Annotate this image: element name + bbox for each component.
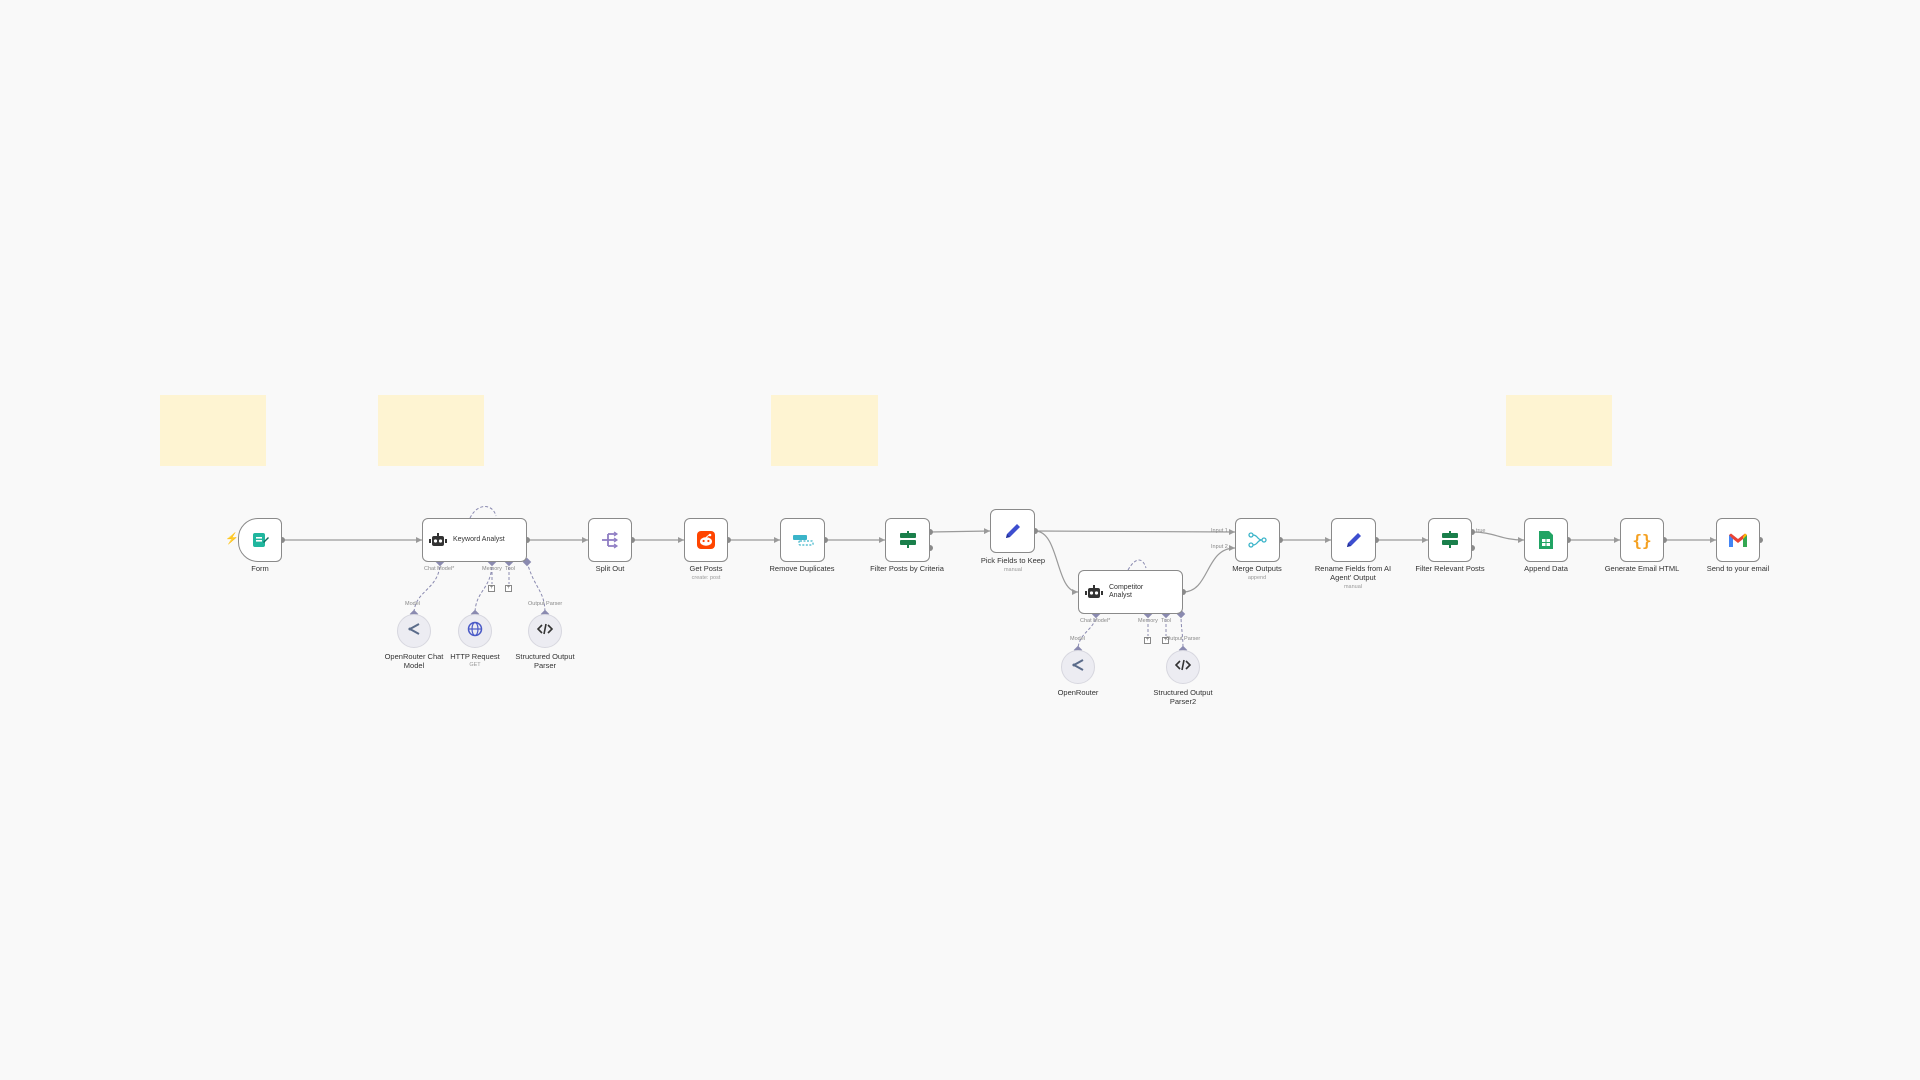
node-filter-posts[interactable] [885, 518, 930, 562]
node-label: Rename Fields from AI [1314, 564, 1392, 573]
globe-icon [467, 621, 483, 642]
node-append-data[interactable] [1524, 518, 1568, 562]
subnode-http-request[interactable] [458, 614, 492, 648]
node-label: Send to your email [1706, 564, 1770, 573]
subnode-label: Parser [533, 661, 557, 670]
subnode-structured-output-parser[interactable] [528, 614, 562, 648]
port-label-output-parser: Output Parser [1166, 636, 1201, 642]
robot-icon [429, 532, 447, 548]
subnode-label: HTTP Request [450, 652, 500, 661]
code-icon [1174, 658, 1192, 676]
split-icon [600, 531, 620, 549]
node-label: Filter Relevant Posts [1415, 564, 1485, 573]
node-label: Filter Posts by Criteria [870, 564, 944, 573]
port-label-chat-model: Chat Model* [424, 566, 455, 572]
openrouter-icon [406, 622, 422, 641]
subnode-label: Model [403, 661, 425, 670]
node-label: Remove Duplicates [769, 564, 835, 573]
port-label-true: true [1476, 528, 1486, 534]
add-tool-button[interactable]: + [505, 585, 512, 592]
subnode-structured-output-parser2[interactable] [1166, 650, 1200, 684]
sticky-note[interactable] [160, 395, 266, 466]
node-filter-relevant[interactable] [1428, 518, 1472, 562]
node-sublabel: create: post [691, 575, 721, 581]
sticky-note[interactable] [771, 395, 878, 466]
port-label-input-1: Input 1 [1211, 528, 1228, 534]
node-remove-duplicates[interactable] [780, 518, 825, 562]
subnode-label: OpenRouter [1057, 688, 1099, 697]
node-rename-fields[interactable] [1331, 518, 1376, 562]
add-memory-button[interactable]: + [1144, 637, 1151, 644]
robot-icon [1085, 584, 1103, 600]
code-icon [536, 622, 554, 640]
node-generate-email-html[interactable]: {} [1620, 518, 1664, 562]
add-tool-button[interactable]: + [1162, 637, 1169, 644]
subnode-label: Parser2 [1169, 697, 1197, 706]
pencil-icon [1003, 521, 1023, 541]
gmail-icon [1728, 532, 1748, 548]
port-label-memory: Memory [482, 566, 502, 572]
port-label-input-2: Input 2 [1211, 544, 1228, 550]
node-label: Append Data [1524, 564, 1568, 573]
node-label: Split Out [595, 564, 625, 573]
node-label: Get Posts [689, 564, 723, 573]
subnode-label: OpenRouter Chat [384, 652, 444, 661]
port-label-model: Model [1070, 636, 1085, 642]
node-label: Form [251, 564, 269, 573]
merge-icon [1247, 531, 1268, 549]
node-label: Agent' Output [1330, 573, 1376, 582]
openrouter-icon [1070, 658, 1086, 677]
node-label: Generate Email HTML [1604, 564, 1680, 573]
sticky-note[interactable] [1506, 395, 1612, 466]
node-sublabel: append [1247, 575, 1267, 581]
node-merge-outputs[interactable] [1235, 518, 1280, 562]
subnode-label: Structured Output [1153, 688, 1213, 697]
port-label-tool: Tool [505, 566, 516, 572]
node-label: Pick Fields to Keep [980, 556, 1046, 565]
pencil-icon [1344, 530, 1364, 550]
add-memory-button[interactable]: + [488, 585, 495, 592]
google-sheets-icon [1538, 530, 1554, 550]
subnode-label: Structured Output [515, 652, 575, 661]
node-get-posts[interactable] [684, 518, 728, 562]
trigger-bolt-icon: ⚡ [225, 533, 239, 545]
port-label-chat-model: Chat Model* [1080, 618, 1111, 624]
subnode-openrouter-chat-model[interactable] [397, 614, 431, 648]
node-sublabel: manual [1343, 584, 1363, 590]
sticky-note[interactable] [378, 395, 484, 466]
node-form[interactable] [238, 518, 282, 562]
node-send-email[interactable] [1716, 518, 1760, 562]
node-pick-fields[interactable] [990, 509, 1035, 553]
port-label-tool: Tool [1161, 618, 1172, 624]
port-label-model: Model [405, 601, 420, 607]
port-label-memory: Memory [1138, 618, 1158, 624]
subnode-sublabel: GET [469, 662, 481, 668]
reddit-icon [696, 530, 716, 550]
filter-icon [899, 531, 917, 549]
subnode-openrouter[interactable] [1061, 650, 1095, 684]
node-split-out[interactable] [588, 518, 632, 562]
node-keyword-analyst[interactable]: Keyword Analyst [422, 518, 527, 562]
port-label-output-parser: Output Parser [528, 601, 563, 607]
filter-icon [1441, 531, 1459, 549]
dedupe-icon [792, 533, 814, 547]
node-label: Keyword Analyst [453, 536, 505, 543]
form-icon [250, 530, 270, 550]
code-braces-icon: {} [1632, 530, 1652, 550]
node-label: Merge Outputs [1232, 564, 1282, 573]
node-sublabel: manual [1003, 567, 1023, 573]
